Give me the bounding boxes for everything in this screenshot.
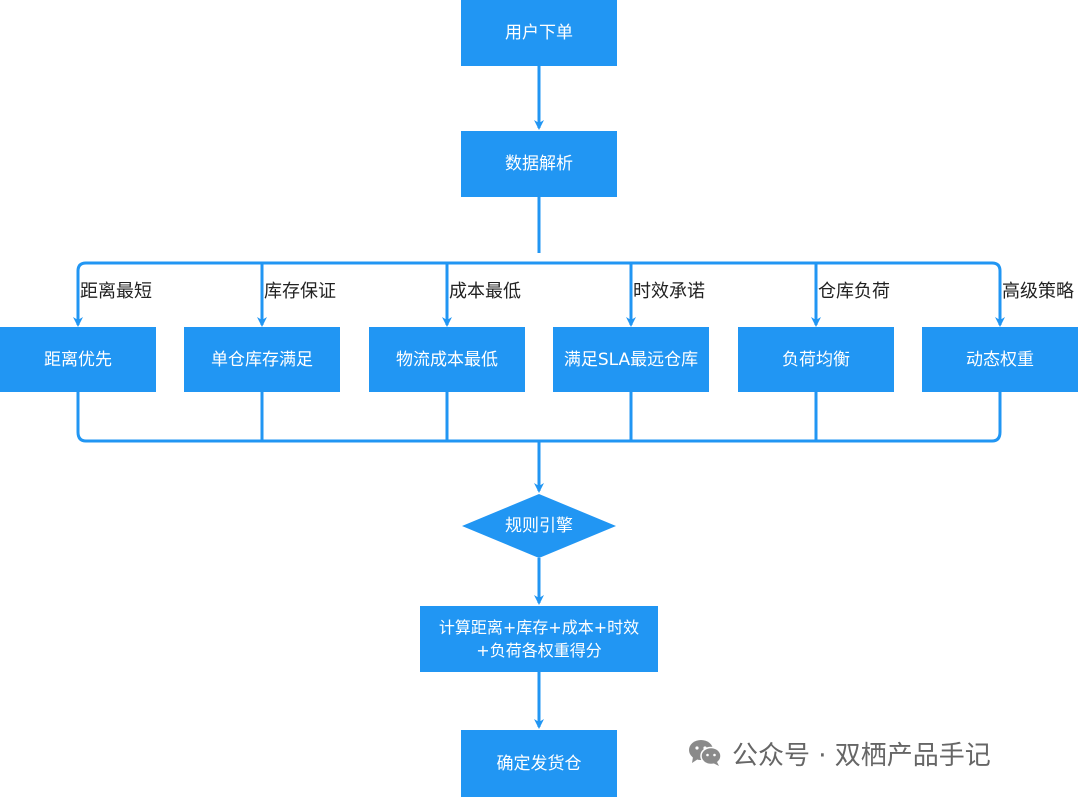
- node-user-order: 用户下单: [461, 0, 617, 66]
- node-strategy-3: 物流成本最低: [369, 327, 525, 392]
- node-strategy-2: 单仓库存满足: [184, 327, 340, 392]
- node-strategy-6-label: 动态权重: [966, 349, 1034, 370]
- node-confirm-warehouse: 确定发货仓: [461, 730, 617, 797]
- rule-engine-label: 规则引擎: [505, 516, 573, 536]
- node-strategy-5: 负荷均衡: [738, 327, 894, 392]
- node-strategy-1: 距离优先: [0, 327, 156, 392]
- edge-label-2: 库存保证: [264, 281, 336, 302]
- edge-label-5: 仓库负荷: [818, 281, 890, 302]
- rule-engine-diamond: [462, 494, 616, 558]
- node-score-calc: 计算距离+库存+成本+时效 +负荷各权重得分: [420, 606, 658, 672]
- merge-bus-bottom: [76, 392, 1002, 443]
- node-strategy-4-label: 满足SLA最远仓库: [563, 349, 699, 370]
- watermark: 公众号 · 双栖产品手记: [688, 733, 991, 773]
- edge-label-6: 高级策略: [1002, 281, 1074, 302]
- node-score-calc-line2: +负荷各权重得分: [476, 641, 602, 660]
- node-strategy-4: 满足SLA最远仓库: [553, 327, 709, 392]
- node-strategy-1-label: 距离优先: [44, 349, 112, 370]
- edge-label-3: 成本最低: [449, 281, 521, 302]
- edge-label-1: 距离最短: [80, 281, 152, 302]
- node-strategy-6: 动态权重: [922, 327, 1078, 392]
- node-data-parse: 数据解析: [461, 131, 617, 197]
- node-score-calc-line1: 计算距离+库存+成本+时效: [438, 618, 640, 637]
- node-strategy-2-label: 单仓库存满足: [211, 349, 313, 370]
- node-confirm-warehouse-label: 确定发货仓: [496, 753, 582, 774]
- watermark-text: 公众号 · 双栖产品手记: [732, 740, 991, 771]
- node-user-order-label: 用户下单: [505, 23, 573, 43]
- edge-label-4: 时效承诺: [633, 281, 705, 302]
- node-strategy-3-label: 物流成本最低: [396, 349, 498, 370]
- wechat-icon: [688, 739, 722, 767]
- node-data-parse-label: 数据解析: [505, 154, 573, 174]
- node-strategy-5-label: 负荷均衡: [782, 349, 850, 370]
- branch-bus-top: [76, 261, 1005, 327]
